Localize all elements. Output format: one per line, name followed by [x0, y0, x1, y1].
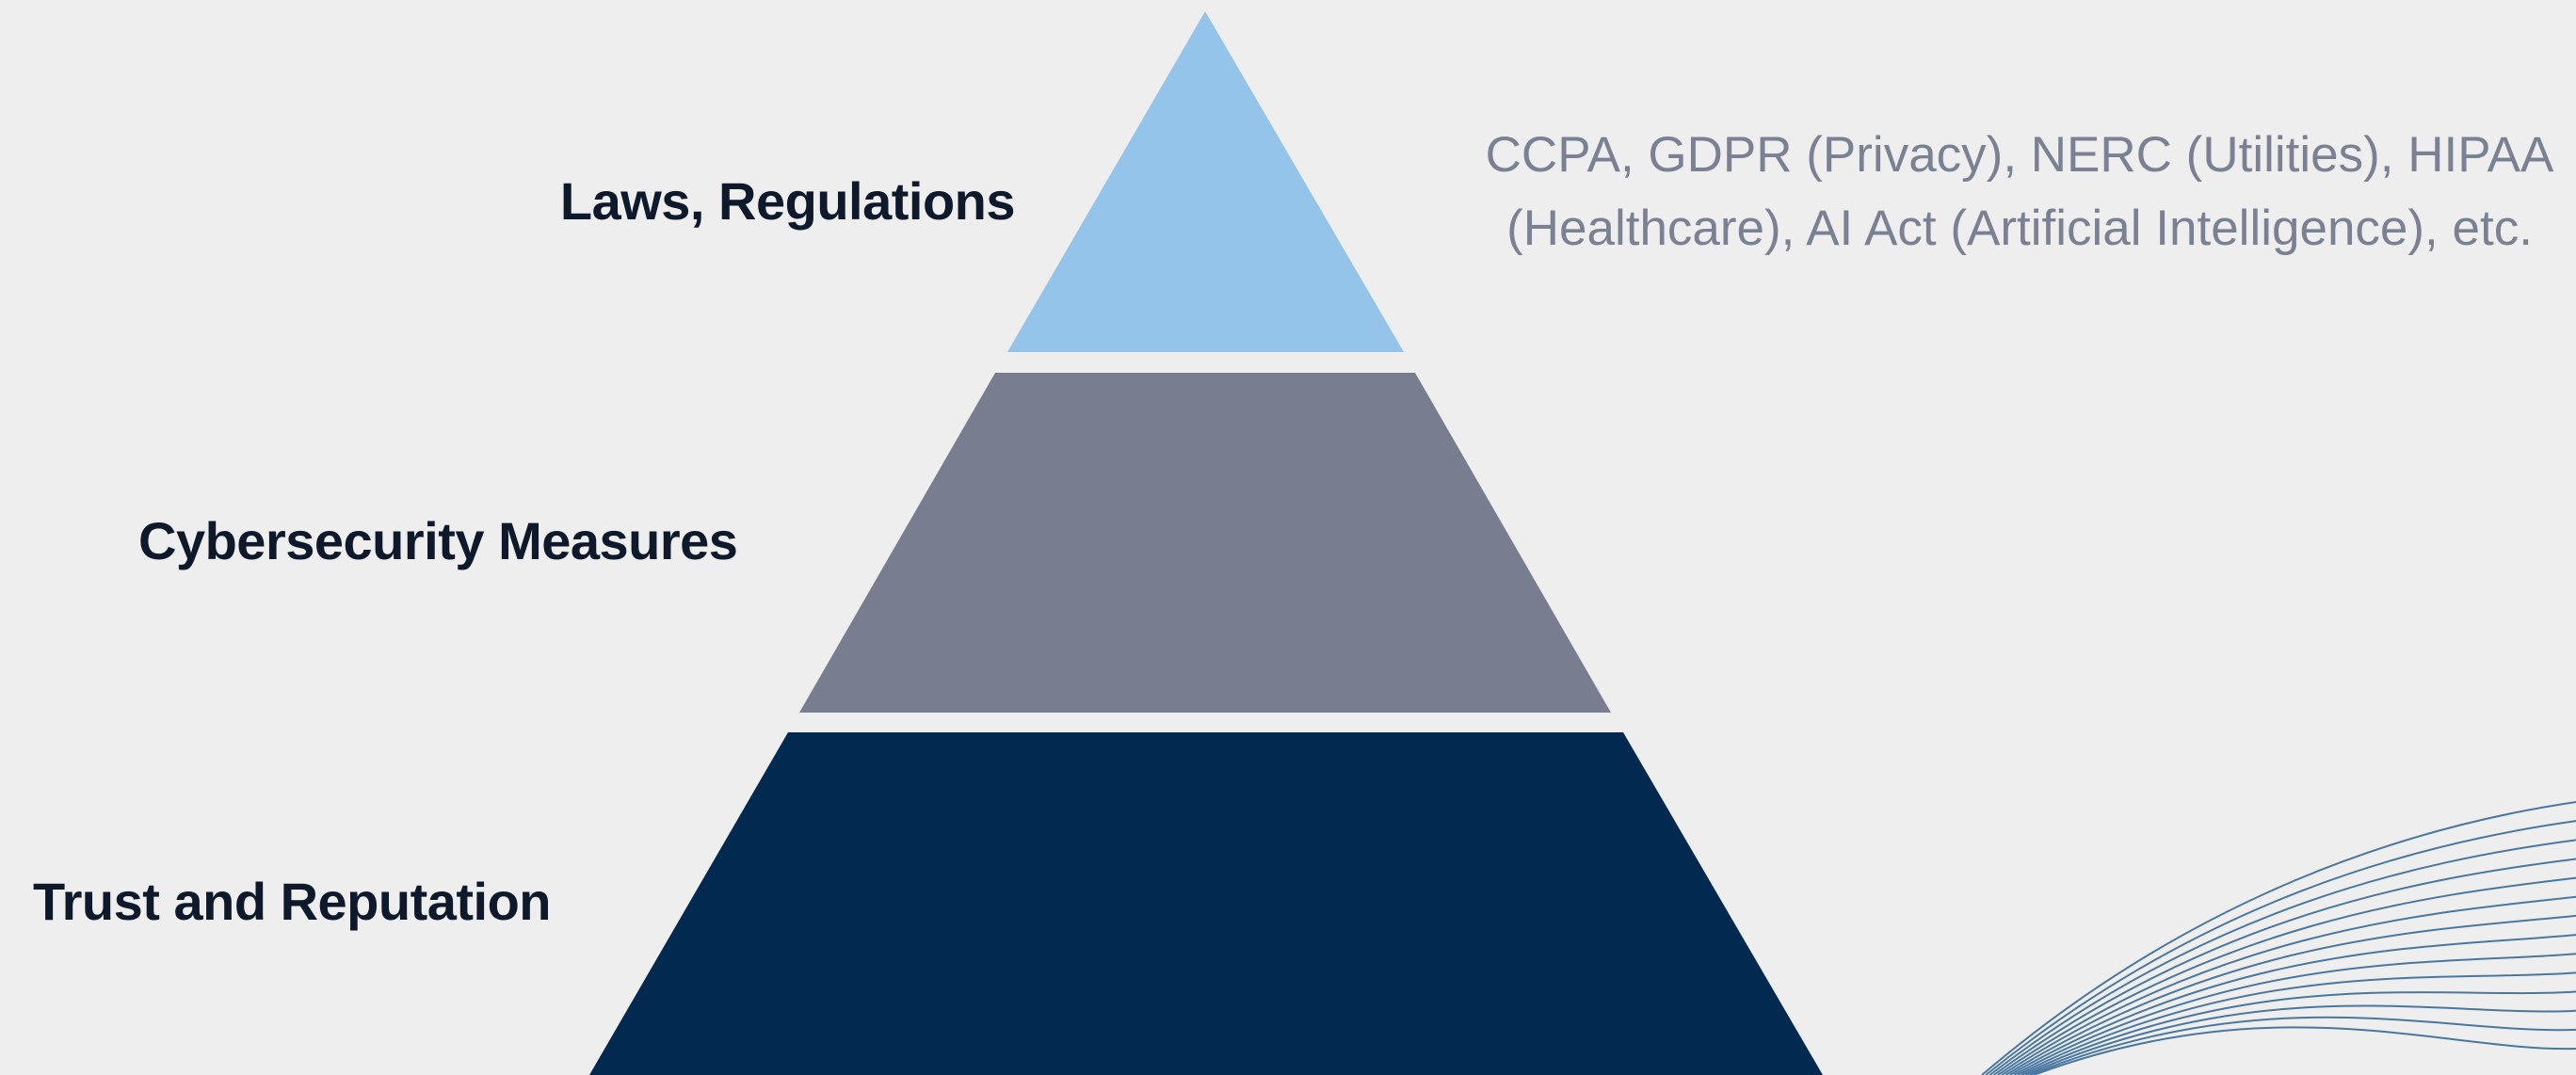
annotation-line-1: CCPA, GDPR (Privacy), NERC (Utilities), …: [1485, 127, 2554, 183]
decorative-curve-line: [2029, 1016, 2576, 1075]
tier-label-trust-and-reputation: Trust and Reputation: [33, 872, 552, 931]
decorative-curve-line: [2025, 1004, 2576, 1075]
decorative-curve-line: [1993, 858, 2576, 1075]
decorative-curve-line: [1997, 876, 2576, 1075]
decorative-curved-lines: [1981, 801, 2576, 1075]
decorative-curve-line: [2017, 971, 2576, 1075]
pyramid-tier-bottom: [589, 732, 1823, 1075]
decorative-curve-line: [2033, 1026, 2576, 1075]
decorative-curve-line: [2013, 953, 2576, 1075]
annotation-line-2: (Healthcare), AI Act (Artificial Intelli…: [1506, 201, 2533, 256]
regulations-annotation: CCPA, GDPR (Privacy), NERC (Utilities), …: [1469, 119, 2570, 265]
decorative-curve-line: [1981, 801, 2576, 1075]
tier-label-cybersecurity-measures: Cybersecurity Measures: [138, 511, 738, 570]
tier-label-laws-regulations: Laws, Regulations: [559, 171, 1016, 231]
decorative-curve-line: [2001, 895, 2576, 1075]
decorative-curve-line: [1988, 839, 2576, 1075]
decorative-curve-line: [2021, 990, 2576, 1075]
decorative-curve-line: [2009, 934, 2576, 1075]
decorative-curve-line: [2004, 914, 2576, 1075]
pyramid-tier-middle: [799, 373, 1611, 713]
decorative-curve-line: [1985, 820, 2576, 1075]
pyramid-tier-top: [1007, 11, 1404, 352]
